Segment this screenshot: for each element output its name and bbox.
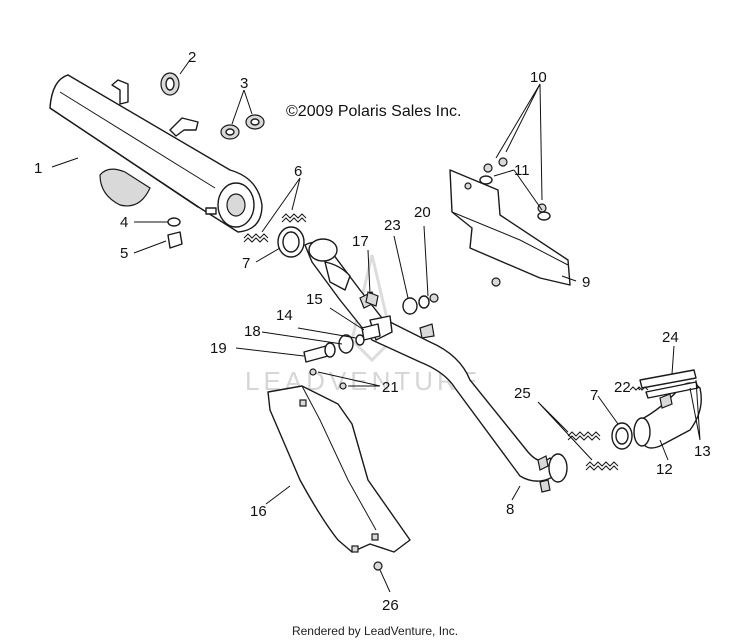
callout-6: 6 — [294, 163, 302, 180]
springs-25[interactable] — [567, 431, 619, 471]
copyright-notice: ©2009 Polaris Sales Inc. — [286, 103, 461, 120]
callout-25: 25 — [514, 385, 531, 402]
grommet-2[interactable] — [160, 72, 180, 96]
callout-4: 4 — [120, 214, 128, 231]
callout-10: 10 — [530, 69, 547, 86]
leader-lines — [51, 59, 701, 593]
flex-pipe[interactable] — [633, 382, 702, 449]
callout-14: 14 — [276, 307, 293, 324]
callout-7-right: 7 — [590, 387, 598, 404]
callout-11: 11 — [514, 162, 530, 179]
callout-23: 23 — [384, 217, 401, 234]
callout-3: 3 — [240, 75, 248, 92]
callout-17: 17 — [352, 233, 369, 250]
callout-22: 22 — [614, 379, 631, 396]
callout-1: 1 — [34, 160, 42, 177]
callout-15: 15 — [306, 291, 323, 308]
callout-19: 19 — [210, 340, 227, 357]
callout-24: 24 — [662, 329, 679, 346]
bolt-17[interactable] — [365, 291, 379, 307]
grommet-23[interactable] — [402, 297, 418, 315]
clamp-plate-24[interactable] — [639, 369, 699, 399]
callout-21: 21 — [382, 379, 399, 396]
gasket-7-left[interactable] — [277, 226, 305, 258]
muffler[interactable] — [49, 74, 263, 233]
callout-18: 18 — [244, 323, 261, 340]
callout-16: 16 — [250, 503, 267, 520]
callout-20: 20 — [414, 204, 431, 221]
grommets-3[interactable] — [220, 114, 265, 140]
mounting-bracket[interactable] — [449, 169, 571, 287]
bolt-19[interactable] — [303, 342, 336, 363]
screws-21[interactable] — [309, 368, 347, 390]
callout-9: 9 — [582, 274, 590, 291]
washers-11[interactable] — [479, 175, 551, 221]
callout-26: 26 — [382, 597, 399, 614]
callout-8: 8 — [506, 501, 514, 518]
spring-22[interactable] — [629, 386, 649, 391]
callout-7-left: 7 — [242, 255, 250, 272]
footer-credit: Rendered by LeadVenture, Inc. — [291, 624, 459, 638]
callout-2: 2 — [188, 49, 196, 66]
bolt-5[interactable] — [167, 231, 183, 249]
callout-numbers: 1 2 3 4 5 6 7 7 8 9 10 11 12 13 14 15 16… — [34, 49, 711, 614]
springs-6[interactable] — [243, 213, 307, 243]
spacer-15[interactable] — [361, 323, 381, 341]
rivet-26[interactable] — [373, 561, 383, 571]
callout-13: 13 — [694, 443, 711, 460]
callout-12: 12 — [656, 461, 673, 478]
washer-nut-20[interactable] — [418, 293, 439, 309]
washer-4[interactable] — [167, 217, 181, 227]
callout-5: 5 — [120, 245, 128, 262]
heat-shield[interactable] — [267, 385, 411, 553]
gasket-7-right[interactable] — [611, 422, 633, 450]
